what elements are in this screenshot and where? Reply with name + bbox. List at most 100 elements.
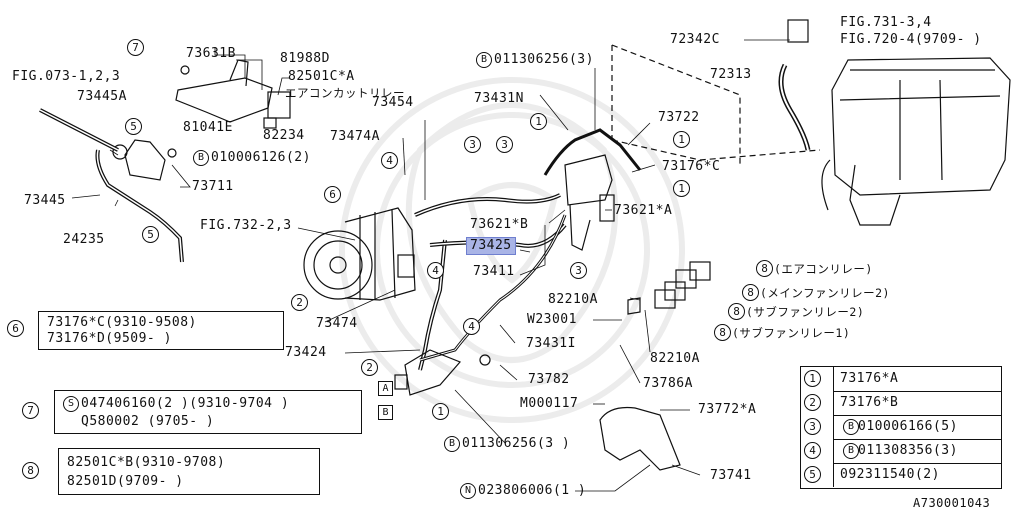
part-label-73445[interactable]: 73445 [24,193,66,208]
compressor-drawing [303,207,416,301]
part-label-72342C[interactable]: 72342C [670,32,720,47]
part-label-73786A[interactable]: 73786A [643,376,693,391]
callout-4[interactable]: 4 [463,318,480,335]
part-label-73425-highlighted[interactable]: 73425 [466,237,516,255]
part-label-023806006[interactable]: 023806006(1 ) [478,483,587,498]
note-box-7: S 047406160(2 )(9310-9704 ) Q580002 (970… [54,390,362,434]
part-label-M000117[interactable]: M000117 [520,396,579,411]
part-label-73454[interactable]: 73454 [372,95,414,110]
legend-text: 73176*A [840,371,899,386]
part-label-73474[interactable]: 73474 [316,316,358,331]
part-label-W23001[interactable]: W23001 [527,312,577,327]
part-label-73445A[interactable]: 73445A [77,89,127,104]
part-label-82210A-bottom[interactable]: 82210A [650,351,700,366]
part-label-73741[interactable]: 73741 [710,468,752,483]
part-label-73621B[interactable]: 73621*B [470,217,529,232]
legend-num-5: 5 [804,466,821,483]
callout-1[interactable]: 1 [673,131,690,148]
note-8-line-1: 82501C*B(9310-9708) [67,455,226,470]
diagram-code: A730001043 [913,496,991,510]
legend-text: 011308356(3) [858,443,958,458]
part-label-73782[interactable]: 73782 [528,372,570,387]
aircon-cut-relay-note: エアコンカットリレー [285,86,405,100]
evaporator-unit-drawing [821,57,1011,226]
bracket-drawing [175,59,291,129]
part-label-72313[interactable]: 72313 [710,67,752,82]
callout-5[interactable]: 5 [142,226,159,243]
part-label-24235[interactable]: 24235 [63,232,105,247]
part-label-73176C[interactable]: 73176*C [662,159,721,174]
legend-num-4: 4 [804,442,821,459]
part-label-73772A[interactable]: 73772*A [698,402,757,417]
callout-8[interactable]: 8 [756,260,773,277]
callout-3[interactable]: 3 [496,136,513,153]
callout-1[interactable]: 1 [432,403,449,420]
legend-row-3: 010006166(5) [833,415,1001,440]
pipe-73431N [543,128,642,176]
callout-8[interactable]: 8 [714,324,731,341]
part-label-73631B[interactable]: 73631B [186,46,236,61]
note-8-line-2: 82501D(9709- ) [67,474,184,489]
callout-4[interactable]: 4 [427,262,444,279]
part-label-82210A-top[interactable]: 82210A [548,292,598,307]
part-label-73431N[interactable]: 73431N [474,91,524,106]
legend-table: 73176*A 73176*B 010006166(5) 011308356(3… [800,366,1002,489]
legend-row-2: 73176*B [833,391,1001,416]
part-label-73411[interactable]: 73411 [473,264,515,279]
callout-1[interactable]: 1 [673,180,690,197]
bolt-prefix-circle: B [193,150,209,166]
legend-text: 010006166(5) [858,419,958,434]
callout-4[interactable]: 4 [381,152,398,169]
note-7-line-1: 047406160(2 )(9310-9704 ) [81,396,290,411]
part-label-73431I[interactable]: 73431I [526,336,576,351]
part-label-011306256-top[interactable]: 011306256(3) [494,52,594,67]
note-6-line-2: 73176*D(9509- ) [47,331,172,346]
bolt-prefix-circle: B [476,52,492,68]
legend-num-3: 3 [804,418,821,435]
note-7-line-2: Q580002 (9705- ) [81,414,215,429]
part-label-73474A[interactable]: 73474A [330,129,380,144]
callout-2[interactable]: 2 [291,294,308,311]
expansion-valve-drawing [564,154,615,251]
legend-text: 092311540(2) [840,467,940,482]
callout-3[interactable]: 3 [570,262,587,279]
callout-1[interactable]: 1 [530,113,547,130]
callout-5[interactable]: 5 [125,118,142,135]
callout-8[interactable]: 8 [742,284,759,301]
bolt-prefix-circle: B [444,436,460,452]
callout-7[interactable]: 7 [127,39,144,56]
callout-2[interactable]: 2 [361,359,378,376]
part-label-010006126[interactable]: 010006126(2) [211,150,311,165]
fig-ref-731[interactable]: FIG.731-3,4 [840,15,932,30]
seal-prefix-circle: S [63,396,79,412]
part-label-73621A[interactable]: 73621*A [614,203,673,218]
relay-label-main-fan-2: (メインファンリレー2) [760,286,890,300]
fig-ref-732[interactable]: FIG.732-2,3 [200,218,292,233]
side-marker-A[interactable]: A [378,381,393,396]
callout-6[interactable]: 6 [324,186,341,203]
hose-73425 [414,193,561,217]
note-8-number: 8 [22,462,39,479]
nut-prefix-circle: N [460,483,476,499]
legend-num-1: 1 [804,370,821,387]
side-marker-B[interactable]: B [378,405,393,420]
fig-ref-720[interactable]: FIG.720-4(9709- ) [840,32,982,47]
note-7-number: 7 [22,402,39,419]
part-label-81988D[interactable]: 81988D [280,51,330,66]
part-label-73424[interactable]: 73424 [285,345,327,360]
part-label-82234[interactable]: 82234 [263,128,305,143]
part-label-73711[interactable]: 73711 [192,179,234,194]
legend-num-2: 2 [804,394,821,411]
receiver-drier-drawing [112,139,177,181]
part-label-011306256-bottom[interactable]: 011306256(3 ) [462,436,571,451]
relay-cluster-drawing [627,261,711,315]
callout-8[interactable]: 8 [728,303,745,320]
part-label-82501CA[interactable]: 82501C*A [288,69,355,84]
part-label-81041E[interactable]: 81041E [183,120,233,135]
leader-lines [71,39,790,492]
part-label-73722[interactable]: 73722 [658,110,700,125]
hose-73445 [39,108,184,263]
callout-3[interactable]: 3 [464,136,481,153]
fig-ref-073[interactable]: FIG.073-1,2,3 [12,69,121,84]
relay-label-aircon: (エアコンリレー) [774,262,873,276]
